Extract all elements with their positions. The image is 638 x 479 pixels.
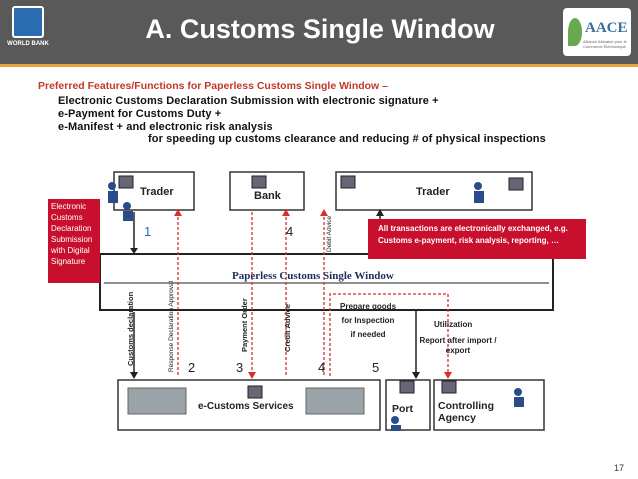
globe-icon [12, 6, 44, 38]
leaf-icon [568, 18, 582, 46]
feature-line-3: e-Manifest + and electronic risk analysi… [58, 121, 273, 133]
slide-title: A. Customs Single Window [145, 14, 495, 44]
transactions-note-line-2: Customs e-payment, risk analysis, report… [378, 236, 559, 245]
response-label: Response Declaration Approval [168, 280, 175, 372]
bank-label: Bank [254, 190, 281, 202]
agency-label: Controlling Agency [438, 400, 494, 424]
world-bank-logo-text: WORLD BANK [7, 41, 49, 47]
single-window-label: Paperless Customs Single Window [232, 270, 394, 282]
header-accent-line [0, 64, 638, 67]
step-number: 5 [372, 360, 380, 375]
debit-advice-label: Debit Advice [326, 215, 333, 252]
single-window-box [99, 253, 554, 311]
aace-logo: AACE Alliance Africaine pour le Commerce… [563, 8, 631, 56]
transactions-note: All transactions are electronically exch… [368, 219, 586, 259]
red-arrow-heads [174, 209, 452, 379]
header-bar [0, 0, 638, 64]
building-icon [127, 387, 365, 415]
bank-box [229, 171, 305, 211]
person-icon [108, 182, 524, 431]
computer-icon [118, 175, 524, 399]
red-dashed-arrows [177, 212, 449, 376]
aace-logo-subtext: Alliance Africaine pour le Commerce Élec… [583, 39, 627, 49]
trader-right-box [335, 171, 533, 211]
ecustoms-label: e-Customs Services [198, 401, 294, 412]
aace-logo-name: AACE [585, 20, 628, 36]
step-number: 3 [236, 360, 244, 375]
feature-line-4: for speeding up customs clearance and re… [148, 133, 546, 145]
trader-left-label: Trader [140, 186, 174, 198]
trader-right-label: Trader [416, 186, 450, 198]
step-number: 4 [286, 224, 294, 239]
transactions-note-line-1: All transactions are electronically exch… [378, 224, 568, 233]
arrow-heads [130, 209, 420, 379]
payment-order-label: Payment Order [240, 298, 249, 352]
intro-heading: Preferred Features/Functions for Paperle… [38, 80, 388, 92]
report-label: Report after import / export [419, 336, 497, 355]
feature-line-1: Electronic Customs Declaration Submissio… [58, 95, 439, 107]
page-number: 17 [614, 463, 625, 473]
world-bank-logo: WORLD BANK [6, 6, 50, 58]
step-number: 4 [318, 360, 326, 375]
utilization-label: Utilization [434, 320, 473, 329]
prepare-goods-label: Prepare goods for Inspection if needed [340, 302, 397, 339]
step-number: 1 [144, 224, 152, 239]
credit-advice-label: Credit Advice [283, 303, 292, 352]
customs-declaration-label: Customs declaration [126, 291, 135, 366]
port-label: Port [392, 403, 413, 415]
feature-line-2: e-Payment for Customs Duty + [58, 108, 222, 120]
declaration-note: Electronic Customs Declaration Submissio… [48, 199, 100, 283]
step-number: 2 [188, 360, 196, 375]
